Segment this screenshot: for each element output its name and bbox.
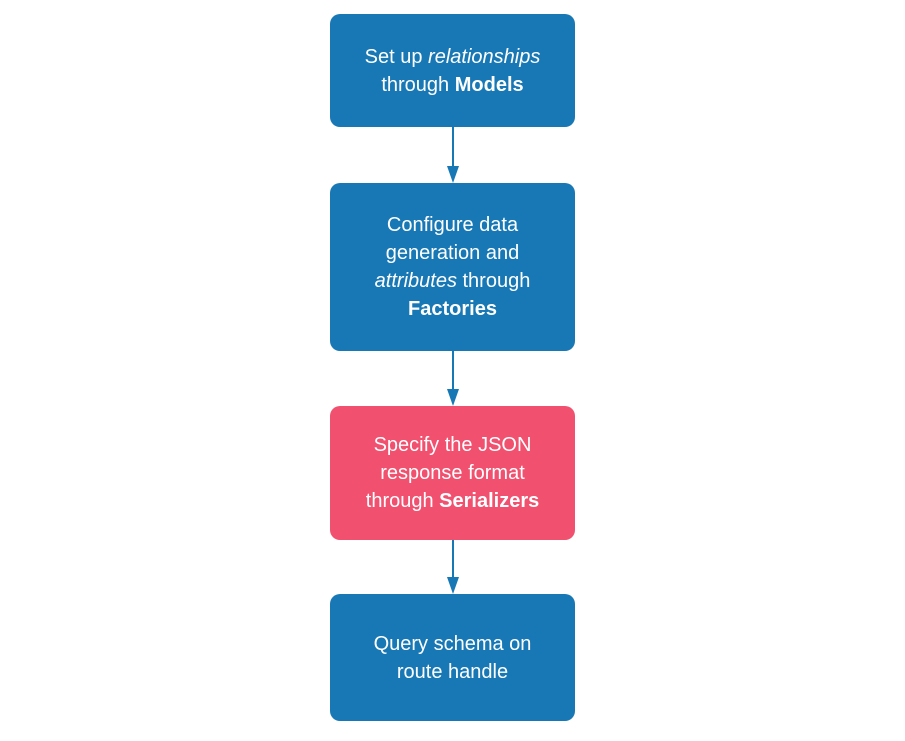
node-text-line: response format bbox=[380, 459, 525, 487]
arrow-down-connector bbox=[446, 540, 459, 594]
node-text-segment: Serializers bbox=[439, 490, 540, 512]
node-text-segment: Specify the JSON bbox=[373, 434, 532, 456]
node-text-line: generation and bbox=[386, 239, 519, 267]
node-text-line: Set up relationships bbox=[365, 43, 541, 71]
arrow-down-connector bbox=[446, 127, 459, 183]
node-text-line: Factories bbox=[408, 295, 497, 323]
node-text-line: attributes through bbox=[375, 267, 531, 295]
node-text-segment: Query schema on bbox=[373, 632, 532, 655]
node-text-segment: Factories bbox=[408, 298, 497, 320]
node-text-segment: response format bbox=[380, 462, 525, 484]
node-text-line: through Models bbox=[381, 71, 523, 99]
node-text-segment: route handle bbox=[396, 660, 509, 683]
node-text-segment: Set up bbox=[364, 45, 429, 68]
node-text-line: Specify the JSON bbox=[374, 431, 532, 459]
node-text-segment: through bbox=[456, 270, 531, 292]
flow-node-factories: Configure data generation and attributes t… bbox=[330, 183, 575, 351]
node-text-segment: generation and bbox=[385, 242, 520, 264]
node-text-line: through Serializers bbox=[366, 487, 539, 515]
node-text-line: route handle bbox=[397, 658, 508, 686]
node-text-line: Query schema on bbox=[374, 630, 532, 658]
node-text-segment: through bbox=[381, 73, 455, 96]
arrow-down-connector bbox=[446, 351, 459, 406]
flow-node-serializers: Specify the JSON response format through S… bbox=[330, 406, 575, 540]
node-text-segment: Models bbox=[454, 73, 524, 96]
node-text-line: Configure data bbox=[387, 211, 518, 239]
node-text-segment: through bbox=[365, 490, 440, 512]
node-text-segment: Configure data bbox=[386, 214, 519, 236]
node-text-segment: attributes bbox=[374, 270, 457, 292]
node-text-segment: relationships bbox=[428, 45, 541, 68]
flow-node-route-handle: Query schema on route handle bbox=[330, 594, 575, 721]
